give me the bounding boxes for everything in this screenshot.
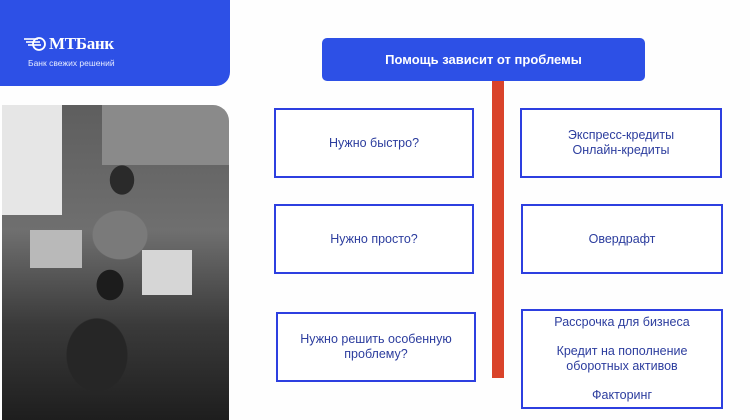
logo: МТБанк	[24, 34, 114, 54]
answer-line: Овердрафт	[588, 231, 656, 246]
mtbank-logo-icon	[24, 37, 46, 51]
answer-line: Рассрочка для бизнеса	[554, 315, 690, 329]
brand-header: МТБанк Банк свежих решений	[0, 0, 230, 86]
question-box-simple: Нужно просто?	[274, 204, 474, 274]
answer-line: Экспресс-кредиты	[567, 128, 675, 142]
question-text: Нужно быстро?	[328, 135, 420, 150]
question-text: Нужно решить особенную проблему?	[300, 332, 452, 361]
question-text: Нужно просто?	[330, 231, 418, 246]
answer-box-credits: Экспресс-кредиты Онлайн-кредиты	[520, 108, 722, 178]
answer-box-business: Рассрочка для бизнеса Кредит на пополнен…	[521, 309, 723, 409]
answer-line: Факторинг	[592, 388, 652, 402]
team-photo	[2, 105, 229, 420]
question-box-fast: Нужно быстро?	[274, 108, 474, 178]
answer-box-overdraft: Овердрафт	[521, 204, 723, 274]
brand-name: МТБанк	[49, 34, 114, 53]
brand-tagline: Банк свежих решений	[28, 58, 115, 68]
answer-line: Кредит на пополнение оборотных активов	[556, 344, 688, 373]
answer-line: Онлайн-кредиты	[572, 143, 670, 157]
diagram-title: Помощь зависит от проблемы	[322, 38, 645, 81]
question-box-special: Нужно решить особенную проблему?	[276, 312, 476, 382]
diagram-spine	[492, 81, 504, 378]
